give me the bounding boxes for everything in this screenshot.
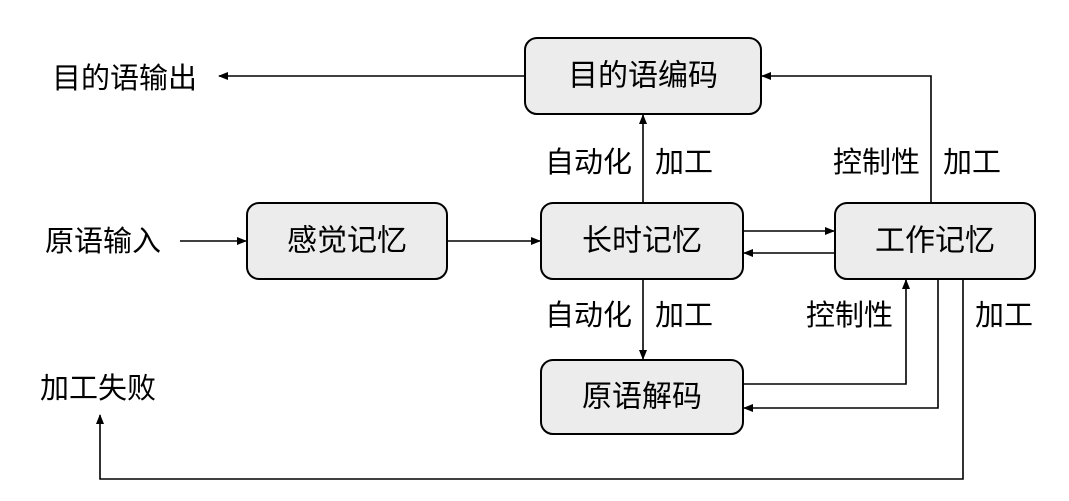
node-sensory-memory: 感觉记忆 <box>246 202 448 280</box>
node-working-memory-label: 工作记忆 <box>875 224 995 259</box>
ltm-to-decoding-label-left: 自动化 <box>545 298 632 332</box>
node-sensory-memory-label: 感觉记忆 <box>287 224 407 259</box>
node-target-encoding: 目的语编码 <box>524 37 762 115</box>
arrow-decoding-to-wm <box>743 279 910 385</box>
source-input-label: 原语输入 <box>45 224 161 258</box>
node-source-decoding: 原语解码 <box>540 359 744 435</box>
ltm-to-target-label-left: 自动化 <box>545 145 632 179</box>
arrow-wm-to-decoding <box>743 279 939 412</box>
arrow-wm-to-failure <box>96 279 964 480</box>
arrow-wm-to-encoding <box>761 72 932 203</box>
node-source-decoding-label: 原语解码 <box>582 380 702 415</box>
wm-to-target-label-right: 加工 <box>943 145 1001 179</box>
ltm-to-decoding-label-right: 加工 <box>655 298 713 332</box>
ltm-to-target-label-right: 加工 <box>655 145 713 179</box>
node-long-term-memory-label: 长时记忆 <box>582 224 702 259</box>
processing-failure-label: 加工失败 <box>40 371 156 405</box>
node-working-memory: 工作记忆 <box>834 202 1036 280</box>
decoding-to-wm-label: 控制性 <box>806 298 893 332</box>
wm-to-failure-label: 加工 <box>975 298 1033 332</box>
node-target-encoding-label: 目的语编码 <box>568 59 718 94</box>
target-output-label: 目的语输出 <box>52 61 197 95</box>
wm-to-target-label-left: 控制性 <box>833 145 920 179</box>
node-long-term-memory: 长时记忆 <box>540 202 744 280</box>
